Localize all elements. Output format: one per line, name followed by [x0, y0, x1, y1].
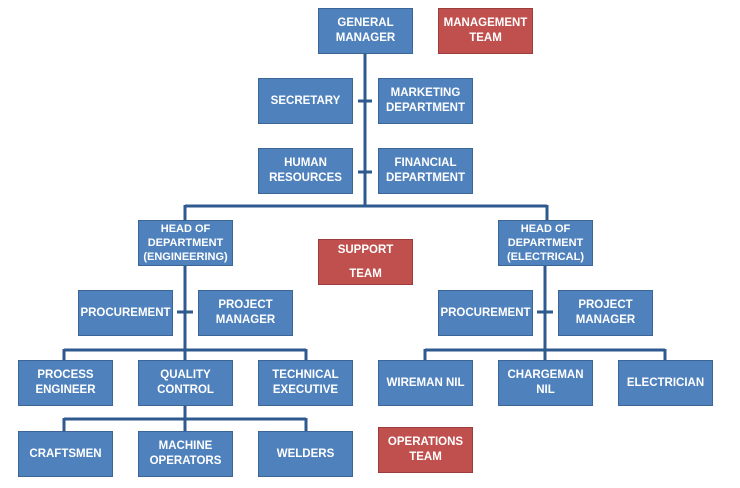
- node-process-engineer: PROCESS ENGINEER: [18, 360, 113, 406]
- team-label-support: SUPPORT TEAM: [318, 239, 413, 285]
- node-procurement-engineering: PROCUREMENT: [78, 290, 173, 336]
- node-wireman-nil: WIREMAN NIL: [378, 360, 473, 406]
- node-human-resources: HUMAN RESOURCES: [258, 148, 353, 194]
- node-procurement-electrical: PROCUREMENT: [438, 290, 533, 336]
- node-project-manager-engineering: PROJECT MANAGER: [198, 290, 293, 336]
- team-label-management: MANAGEMENT TEAM: [438, 8, 533, 54]
- node-hod-electrical: HEAD OF DEPARTMENT (ELECTRICAL): [498, 220, 593, 266]
- node-welders: WELDERS: [258, 431, 353, 477]
- node-craftsmen: CRAFTSMEN: [18, 431, 113, 477]
- node-machine-operators: MACHINE OPERATORS: [138, 431, 233, 477]
- node-secretary: SECRETARY: [258, 78, 353, 124]
- node-financial-department: FINANCIAL DEPARTMENT: [378, 148, 473, 194]
- team-label-operations: OPERATIONS TEAM: [378, 427, 473, 473]
- node-hod-engineering: HEAD OF DEPARTMENT (ENGINEERING): [138, 220, 233, 266]
- node-chargeman-nil: CHARGEMAN NIL: [498, 360, 593, 406]
- node-quality-control: QUALITY CONTROL: [138, 360, 233, 406]
- node-electrician: ELECTRICIAN: [618, 360, 713, 406]
- node-technical-executive: TECHNICAL EXECUTIVE: [258, 360, 353, 406]
- node-project-manager-electrical: PROJECT MANAGER: [558, 290, 653, 336]
- node-general-manager: GENERAL MANAGER: [318, 8, 413, 54]
- node-marketing-department: MARKETING DEPARTMENT: [378, 78, 473, 124]
